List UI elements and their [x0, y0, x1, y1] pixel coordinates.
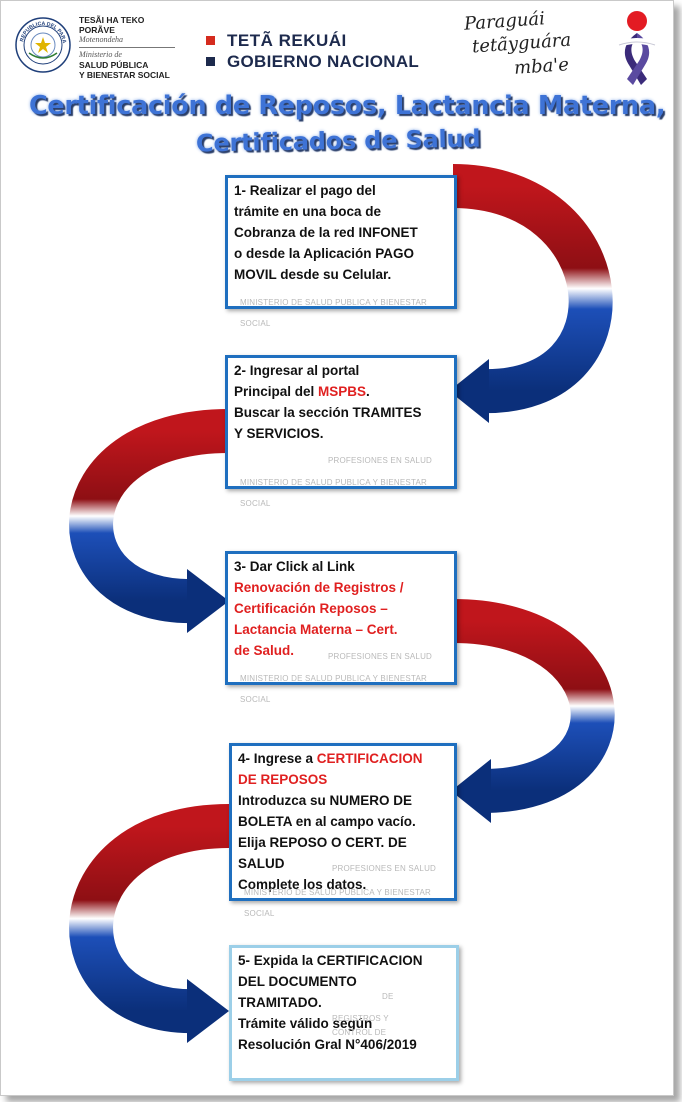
step-4-mixed-line: 4- Ingrese a CERTIFICACION	[238, 748, 448, 769]
step-1-line: MOVIL desde su Celular.	[234, 267, 392, 282]
certificacion-highlight: CERTIFICACION	[316, 751, 423, 766]
ministry-line2: PORÃVE	[79, 25, 115, 35]
step-1-line: trámite en una boca de	[234, 204, 382, 219]
step-2-line: Y SERVICIOS.	[234, 426, 324, 441]
step-5-line: Trámite válido según	[238, 1016, 373, 1031]
government-logo: TETÃ REKUÁI GOBIERNO NACIONAL	[206, 30, 419, 72]
step-3-line: 3- Dar Click al Link	[234, 559, 355, 574]
watermark-profesiones: PROFESIONES EN SALUD	[332, 864, 437, 873]
red-square-icon	[206, 36, 215, 45]
watermark-ministry: MINISTERIO DE SALUD PUBLICA Y BIENESTAR …	[240, 674, 427, 704]
step-5-line: DEL DOCUMENTO	[238, 974, 357, 989]
title-line1: Certificación de Reposos, Lactancia Mate…	[29, 91, 666, 121]
step-2-text: .	[366, 384, 370, 399]
watermark-profesiones: PROFESIONES EN SALUD	[328, 652, 433, 661]
ribbon-arrow-3	[452, 599, 615, 813]
arrowhead-4	[187, 979, 229, 1043]
step-2-mixed-line: Principal del MSPBS.	[234, 381, 448, 402]
step-3-link-line: de Salud.	[234, 643, 295, 658]
watermark-registros: REGISTROS Y	[332, 1014, 389, 1023]
step-3-link-line: Certificación Reposos –	[234, 601, 388, 616]
step-2-box: 2- Ingresar al portal Principal del MSPB…	[225, 355, 457, 508]
step-1-line: 1- Realizar el pago del	[234, 183, 376, 198]
watermark-profesiones: PROFESIONES EN SALUD	[328, 456, 433, 465]
step-5-box: 5- Expida la CERTIFICACION DEL DOCUMENTO…	[229, 945, 459, 1081]
step-4-line: SALUD	[238, 856, 285, 871]
ministry-line5: SALUD PÚBLICA	[79, 60, 149, 70]
step-2-line: 2- Ingresar al portal	[234, 363, 360, 378]
step-5-line: TRAMITADO.	[238, 995, 322, 1010]
step-2-text: Principal del	[234, 384, 319, 399]
government-line2: GOBIERNO NACIONAL	[227, 51, 420, 71]
ministry-line6: Y BIENESTAR SOCIAL	[79, 70, 170, 80]
header: REPUBLICA DEL PARAGUAY TESÃI HA TEKO POR…	[1, 1, 673, 91]
ribbon-arrow-1	[452, 164, 613, 414]
step-4-line: BOLETA en al campo vacío.	[238, 814, 416, 829]
national-seal-icon: REPUBLICA DEL PARAGUAY	[15, 17, 71, 73]
step-1-line: Cobranza de la red INFONET	[234, 225, 418, 240]
step-1-box: 1- Realizar el pago del trámite en una b…	[225, 175, 457, 328]
watermark-control: CONTROL DE	[332, 1028, 387, 1037]
step-4-box: 4- Ingrese a CERTIFICACION DE REPOSOS In…	[229, 743, 457, 918]
ministry-line1: TESÃI HA TEKO	[79, 15, 145, 25]
flag-ribbon-arrows	[69, 164, 615, 1043]
navy-square-icon	[206, 57, 215, 66]
step-4-text: 4- Ingrese a	[238, 751, 317, 766]
mspbs-highlight: MSPBS	[318, 384, 367, 399]
watermark-ministry: MINISTERIO DE SALUD PUBLICA Y BIENESTAR …	[244, 888, 431, 918]
step-4-red-line: DE REPOSOS	[238, 772, 328, 787]
step-4-line: Introduzca su NUMERO DE	[238, 793, 413, 808]
step-5-line: Resolución Gral N°406/2019	[238, 1037, 417, 1052]
arrowhead-3	[451, 759, 491, 823]
step-3-link-line: Lactancia Materna – Cert.	[234, 622, 398, 637]
step-4-line: Elija REPOSO O CERT. DE	[238, 835, 407, 850]
arrowhead-2	[187, 569, 229, 633]
step-3-link-line: Renovación de Registros /	[234, 580, 404, 595]
watermark-ministry: MINISTERIO DE SALUD PUBLICA Y BIENESTAR …	[240, 298, 427, 328]
government-line1: TETÃ REKUÁI	[227, 30, 347, 50]
awareness-ribbon-icon	[615, 11, 659, 85]
step-5-line: 5- Expida la CERTIFICACION	[238, 953, 423, 968]
step-3-box: 3- Dar Click al Link Renovación de Regis…	[225, 551, 457, 704]
step-2-line: Buscar la sección TRAMITES	[234, 405, 422, 420]
step-4-line: Complete los datos.	[238, 877, 367, 892]
arrowhead-1	[449, 359, 489, 423]
ministry-line3: Motenondeha	[79, 35, 123, 44]
ministry-divider	[79, 47, 175, 48]
ribbon-arrow-4	[69, 804, 230, 1034]
watermark-de: DE	[382, 992, 394, 1001]
ribbon-arrow-2	[69, 409, 230, 624]
ministry-logo-text: TESÃI HA TEKO PORÃVE Motenondeha Ministe…	[79, 15, 175, 80]
ministry-line4: Ministerio de	[79, 50, 122, 59]
watermark-ministry: MINISTERIO DE SALUD PUBLICA Y BIENESTAR …	[240, 478, 427, 508]
step-1-line: o desde la Aplicación PAGO	[234, 246, 415, 261]
